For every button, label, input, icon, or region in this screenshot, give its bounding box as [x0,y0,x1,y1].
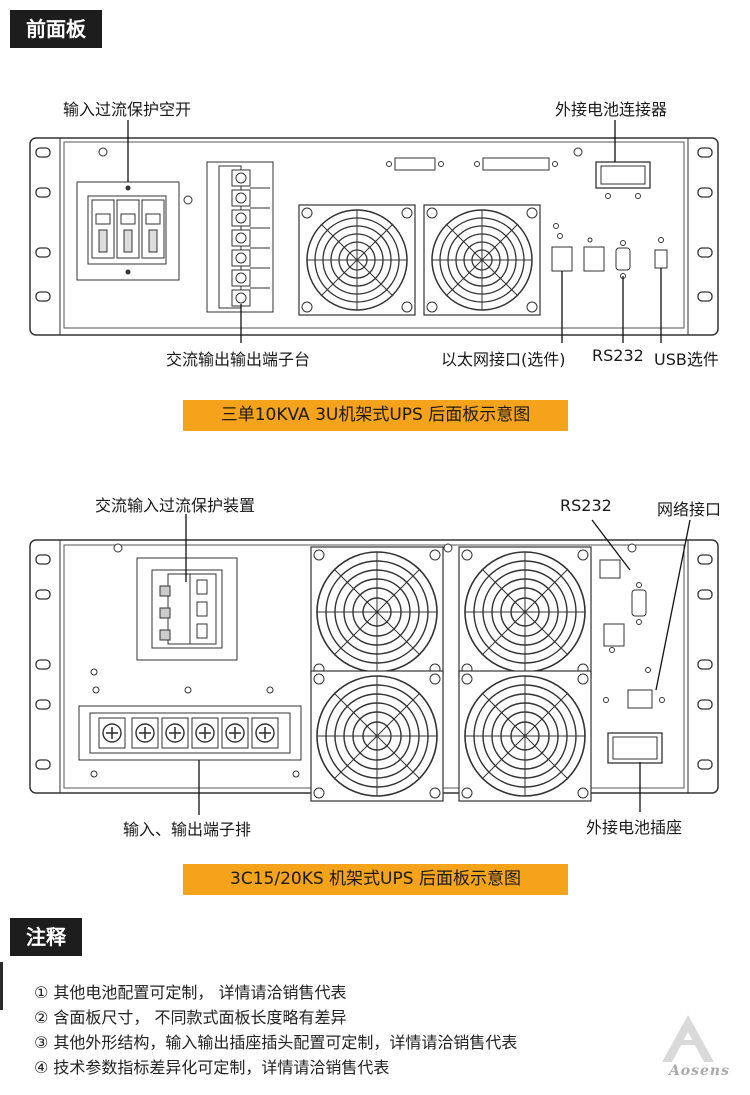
note-item: ② 含面板尺寸， 不同款式面板长度略有差异 [34,1008,347,1027]
notes-list: ① 其他电池配置可定制， 详情请洽销售代表 ② 含面板尺寸， 不同款式面板长度略… [34,980,517,1080]
label-terminal-row: 输入、输出端子排 [123,820,252,839]
label-rs232-2: RS232 [560,496,612,515]
panel-4u [29,514,719,815]
note-item: ④ 技术参数指标差异化可定制，详情请洽销售代表 [34,1058,390,1077]
section-tag-notes: 注释 [10,918,82,956]
label-input-protection: 交流输入过流保护装置 [95,496,256,515]
label-ethernet: 以太网接口(选件) [441,350,566,369]
brand-logo [662,1015,714,1062]
caption-diagram-2: 3C15/20KS 机架式UPS 后面板示意图 [183,864,568,895]
notes-accent-bar [0,962,3,1010]
note-item: ① 其他电池配置可定制， 详情请洽销售代表 [34,983,347,1002]
label-input-breaker: 输入过流保护空开 [63,100,192,119]
label-network: 网络接口 [657,500,722,519]
label-rs232: RS232 [592,346,644,365]
caption-diagram-1: 三单10KVA 3U机架式UPS 后面板示意图 [183,400,568,431]
panel-3u [29,120,719,343]
section-tag-front-panel: 前面板 [10,10,102,48]
label-ext-battery-connector: 外接电池连接器 [555,100,668,119]
label-usb: USB选件 [654,350,719,369]
note-item: ③ 其他外形结构，输入输出插座插头配置可定制，详情请洽销售代表 [34,1033,518,1052]
brand-name: Aosens [668,1063,730,1079]
label-terminal-block: 交流输出输出端子台 [166,350,311,369]
label-ext-battery-socket: 外接电池插座 [586,818,683,837]
